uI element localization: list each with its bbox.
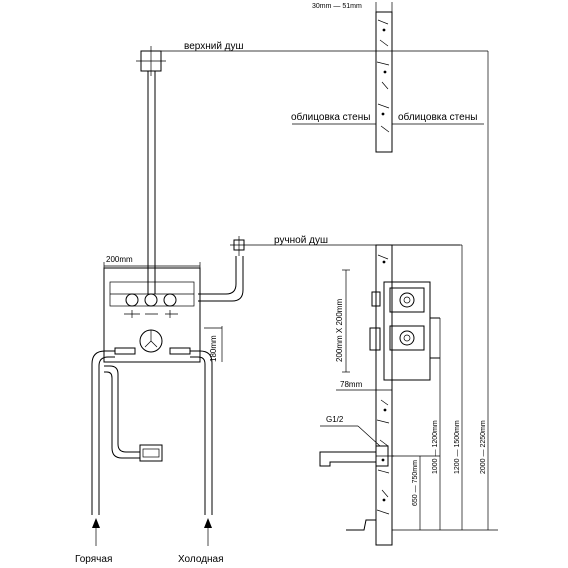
hand-shower-outlet xyxy=(230,236,460,256)
height-dimensions xyxy=(392,50,498,531)
side-depth-dimension xyxy=(336,384,393,396)
spout-height-label: 650 — 750mm xyxy=(412,460,419,506)
wall-cladding-right-label: облицовка стены xyxy=(398,111,477,123)
bath-spout xyxy=(319,445,394,467)
mixer-box xyxy=(103,267,201,363)
g-thread-label: G1/2 xyxy=(326,415,344,424)
top-shower-height-label: 2000 — 2250mm xyxy=(480,420,487,474)
valve-height-label: 1000 — 1200mm xyxy=(432,420,439,474)
hot-inlet-arrow xyxy=(92,518,100,546)
top-shower-label: верхний душ xyxy=(184,41,244,52)
box-width-label: 200mm xyxy=(106,255,133,264)
overhead-shower-outlet xyxy=(136,46,455,76)
hand-shower-label: ручной душ xyxy=(274,235,328,246)
hand-shower-height-label: 1200 — 1500mm xyxy=(454,420,461,474)
box-height-dimension xyxy=(204,326,223,362)
box-height-label: 180mm xyxy=(209,335,218,362)
wall-section-upper xyxy=(375,11,393,153)
wall-thickness-label: 30mm — 51mm xyxy=(312,3,362,10)
wall-thickness-dimension xyxy=(375,2,393,30)
g-thread-leader xyxy=(320,425,381,447)
hot-water-label: Горячая xyxy=(75,554,112,565)
side-size-label: 200mm X 200mm xyxy=(335,299,344,362)
cold-water-label: Холодная xyxy=(178,554,224,565)
wall-cladding-left-label: облицовка стены xyxy=(291,111,370,123)
spout-connector xyxy=(139,444,163,462)
side-mixer-body xyxy=(369,281,440,381)
overhead-pipe xyxy=(147,71,156,294)
bathtub-edge xyxy=(346,519,377,545)
hand-shower-pipe xyxy=(198,256,244,302)
cold-inlet-arrow xyxy=(204,518,212,546)
side-depth-label: 78mm xyxy=(340,380,363,389)
hot-water-pipe xyxy=(91,350,140,515)
cold-water-pipe xyxy=(190,350,213,515)
side-height-dimension xyxy=(342,269,350,373)
